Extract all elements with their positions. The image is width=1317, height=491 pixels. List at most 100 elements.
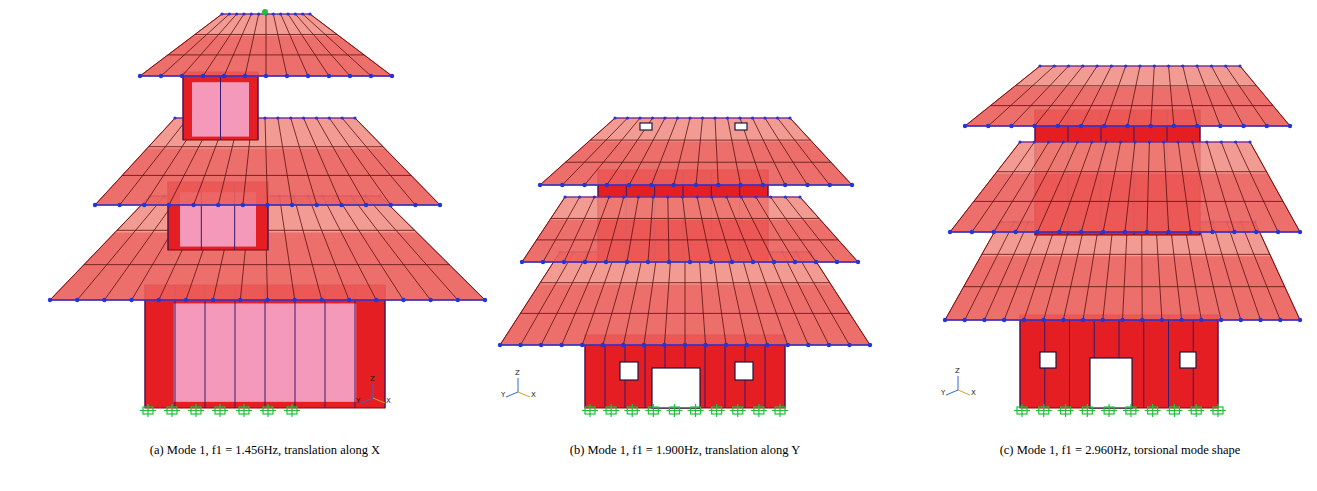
rafter xyxy=(1198,222,1221,320)
joint-dot xyxy=(751,116,754,119)
rafter xyxy=(1016,142,1064,232)
support-symbol xyxy=(212,404,228,417)
wall-body xyxy=(585,335,785,408)
joint-dot xyxy=(211,298,215,302)
joint-dot xyxy=(302,116,305,119)
rafter xyxy=(754,252,787,345)
rafter xyxy=(1227,222,1261,320)
joint-dot xyxy=(726,116,729,119)
joint-dot xyxy=(1123,230,1127,234)
joint-dot xyxy=(1102,124,1106,128)
rafter xyxy=(50,196,150,300)
roof-tier xyxy=(963,64,1292,128)
rafter xyxy=(541,252,588,345)
joint-dot xyxy=(341,116,344,119)
axis-label: Z xyxy=(955,368,965,375)
rafter xyxy=(265,118,268,205)
purlin xyxy=(974,201,1283,202)
joint-dot xyxy=(1002,318,1006,322)
joint-dot xyxy=(772,260,776,264)
rafter xyxy=(727,252,747,345)
purlin xyxy=(540,282,830,283)
joint-dot xyxy=(835,260,839,264)
rafter xyxy=(696,118,703,185)
rafter xyxy=(603,252,630,345)
column-line xyxy=(1168,315,1169,408)
column-line xyxy=(385,285,386,408)
rafter xyxy=(778,118,830,185)
support-symbol xyxy=(1058,404,1074,417)
rafter xyxy=(1024,222,1057,320)
rafter xyxy=(366,196,458,300)
support-symbol xyxy=(603,404,619,417)
joint-dot xyxy=(456,298,460,302)
rafter xyxy=(1125,142,1135,232)
joint-dot xyxy=(1062,140,1065,143)
wall-opening xyxy=(735,123,747,130)
joint-dot xyxy=(1124,64,1127,67)
support-symbol xyxy=(666,404,682,417)
rafter xyxy=(1004,222,1042,320)
wall-opening xyxy=(620,362,638,380)
joint-dot xyxy=(676,116,679,119)
roof-tier xyxy=(138,12,394,78)
joint-dot xyxy=(1224,64,1227,67)
column-line xyxy=(1143,315,1144,408)
rafter xyxy=(95,118,175,205)
joint-dot xyxy=(75,298,79,302)
roof-tier xyxy=(520,195,860,264)
joint-dot xyxy=(301,12,304,15)
rafter xyxy=(522,197,565,262)
joint-dot xyxy=(216,203,220,207)
rafter xyxy=(521,252,574,345)
wall-tier xyxy=(585,335,785,408)
rafter xyxy=(629,118,665,185)
support-symbol xyxy=(645,404,661,417)
rafter xyxy=(1123,222,1128,320)
rafter xyxy=(644,252,657,345)
joint-dot xyxy=(710,195,713,198)
joint-dot xyxy=(263,116,266,119)
joint-dot xyxy=(1232,230,1236,234)
joint-dot xyxy=(1138,64,1141,67)
rafter xyxy=(1178,142,1191,232)
joint-dot xyxy=(1160,318,1164,322)
column-line xyxy=(205,285,206,408)
joint-dot xyxy=(694,183,698,187)
joint-dot xyxy=(683,343,687,347)
rafter xyxy=(623,252,643,345)
support-symbol xyxy=(1145,404,1161,417)
rafter xyxy=(585,197,609,262)
joint-dot xyxy=(850,183,854,187)
rafter xyxy=(1197,66,1220,126)
wall-opening xyxy=(1090,358,1132,408)
joint-dot xyxy=(201,74,205,78)
axis-label: X xyxy=(971,390,981,397)
joint-dot xyxy=(622,195,625,198)
joint-dot xyxy=(627,183,631,187)
joint-dot xyxy=(173,116,176,119)
rafter xyxy=(540,118,615,185)
joint-dot xyxy=(390,74,394,78)
rafter xyxy=(380,196,485,300)
joint-dot xyxy=(353,116,356,119)
support-symbol xyxy=(582,404,598,417)
wall-opening xyxy=(1040,352,1056,368)
column-line xyxy=(785,335,786,408)
joint-dot xyxy=(963,124,967,128)
purlin xyxy=(1015,85,1256,86)
rafter xyxy=(607,118,653,185)
wall-body xyxy=(183,72,258,140)
joint-dot xyxy=(560,183,564,187)
rafter xyxy=(291,118,317,205)
joint-dot xyxy=(167,203,171,207)
roof-tier xyxy=(948,140,1302,234)
joint-dot xyxy=(1153,64,1156,67)
rafter xyxy=(1241,222,1280,320)
joint-dot xyxy=(744,343,748,347)
rafter xyxy=(627,197,638,262)
joint-dot xyxy=(607,195,610,198)
joint-dot xyxy=(613,116,616,119)
joint-dot xyxy=(601,343,605,347)
joint-dot xyxy=(235,12,238,15)
